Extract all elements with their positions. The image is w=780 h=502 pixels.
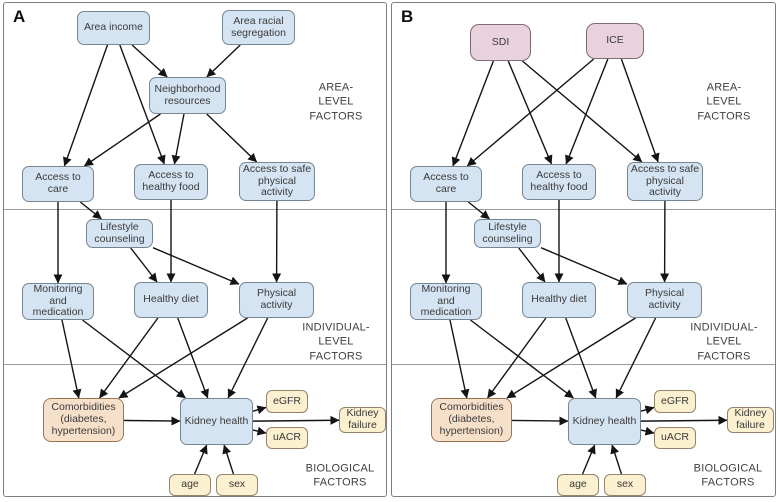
edge-kidney-uacr (640, 426, 655, 436)
edge-age-kidney (581, 444, 596, 475)
section-label: INDIVIDUAL-LEVEL FACTORS (690, 321, 758, 363)
node-neighborhood: Neighborhood resources (149, 77, 226, 114)
node-physical_activity: Physical activity (239, 282, 314, 318)
node-kidney_failure: Kidney failure (339, 407, 386, 433)
edges-layer (53, 44, 340, 475)
section-label: AREA-LEVEL FACTORS (697, 81, 751, 123)
edge-neighborhood-access_care (83, 113, 161, 167)
node-sdi: SDI (470, 24, 531, 61)
edge-neighborhood-access_activity (206, 113, 258, 163)
panel-letter: B (401, 7, 414, 26)
edge-sdi-access_care (451, 60, 495, 167)
edge-area_income-access_food (119, 44, 166, 165)
edge-comorbidities-kidney (123, 416, 181, 426)
edge-area_income-access_care (63, 44, 109, 167)
edge-healthy_diet-comorbidities (98, 317, 159, 399)
node-access_food: Access to healthy food (522, 164, 596, 200)
edge-physical_activity-comorbidities (506, 317, 636, 399)
edge-monitoring-kidney (470, 319, 574, 399)
node-age: age (557, 474, 599, 496)
node-healthy_diet: Healthy diet (522, 282, 596, 318)
node-sex: sex (604, 474, 646, 496)
node-uacr: uACR (266, 427, 308, 449)
edge-sex-kidney (222, 444, 235, 475)
edge-kidney-kidney_failure (640, 415, 728, 425)
edge-neighborhood-access_food (171, 113, 185, 165)
node-access_activity: Access to safe physical activity (239, 162, 315, 201)
node-racial_seg: Area racial segregation (222, 10, 295, 45)
edges-layer (441, 58, 728, 475)
edge-healthy_diet-kidney (565, 317, 597, 399)
edge-ice-access_care (466, 58, 595, 167)
node-area_income: Area income (77, 11, 150, 45)
edge-sex-kidney (610, 444, 623, 475)
edge-healthy_diet-comorbidities (486, 317, 547, 399)
edge-physical_activity-kidney (615, 317, 657, 399)
node-sex: sex (216, 474, 258, 496)
node-kidney: Kidney health (180, 398, 253, 445)
node-monitoring: Monitoring and medication (410, 283, 482, 320)
edge-kidney-kidney_failure (252, 415, 340, 425)
node-egfr: eGFR (654, 390, 696, 413)
node-healthy_diet: Healthy diet (134, 282, 208, 318)
node-kidney_failure: Kidney failure (727, 407, 774, 433)
section-label: BIOLOGICAL FACTORS (305, 462, 375, 489)
node-physical_activity: Physical activity (627, 282, 702, 318)
node-ice: ICE (586, 23, 644, 59)
section-label: AREA-LEVEL FACTORS (309, 81, 363, 123)
node-uacr: uACR (654, 427, 696, 449)
node-access_care: Access to care (22, 166, 94, 202)
edge-lifestyle-physical_activity (152, 247, 240, 285)
edge-monitoring-comorbidities (449, 319, 470, 399)
edge-monitoring-comorbidities (61, 319, 82, 399)
edge-kidney-egfr (252, 405, 267, 415)
node-access_food: Access to healthy food (134, 164, 208, 200)
edge-lifestyle-physical_activity (540, 247, 628, 285)
edge-physical_activity-kidney (227, 317, 269, 399)
node-comorbidities: Comorbidities (diabetes, hypertension) (431, 398, 512, 442)
edge-ice-access_activity (620, 58, 660, 163)
section-label: INDIVIDUAL-LEVEL FACTORS (302, 321, 370, 363)
node-lifestyle: Lifestyle counseling (474, 219, 541, 248)
node-egfr: eGFR (266, 390, 308, 413)
edge-kidney-egfr (640, 405, 655, 415)
node-kidney: Kidney health (568, 398, 641, 445)
node-access_activity: Access to safe physical activity (627, 162, 703, 201)
node-access_care: Access to care (410, 166, 482, 202)
edge-lifestyle-healthy_diet (518, 247, 546, 283)
section-label: BIOLOGICAL FACTORS (693, 462, 763, 489)
edge-sdi-access_activity (521, 60, 643, 163)
edge-area_income-neighborhood (131, 44, 168, 78)
node-age: age (169, 474, 211, 496)
edge-access_care-lifestyle (467, 201, 490, 220)
node-monitoring: Monitoring and medication (22, 283, 94, 320)
edge-kidney-uacr (252, 426, 267, 436)
node-lifestyle: Lifestyle counseling (86, 219, 153, 248)
edge-age-kidney (193, 444, 208, 475)
panel-b: B SDI ICE Access to care Access to healthy f… (391, 2, 776, 497)
edge-healthy_diet-kidney (177, 317, 209, 399)
edge-ice-access_food (565, 58, 609, 165)
node-comorbidities: Comorbidities (diabetes, hypertension) (43, 398, 124, 442)
section-divider-line (4, 209, 386, 210)
panel-letter: A (13, 7, 26, 26)
edge-monitoring-kidney (82, 319, 186, 399)
edge-lifestyle-healthy_diet (130, 247, 158, 283)
edge-comorbidities-kidney (511, 416, 569, 426)
edge-racial_seg-neighborhood (206, 44, 241, 78)
edge-physical_activity-comorbidities (118, 317, 248, 399)
section-divider-line (392, 209, 775, 210)
edge-access_care-lifestyle (79, 201, 102, 220)
